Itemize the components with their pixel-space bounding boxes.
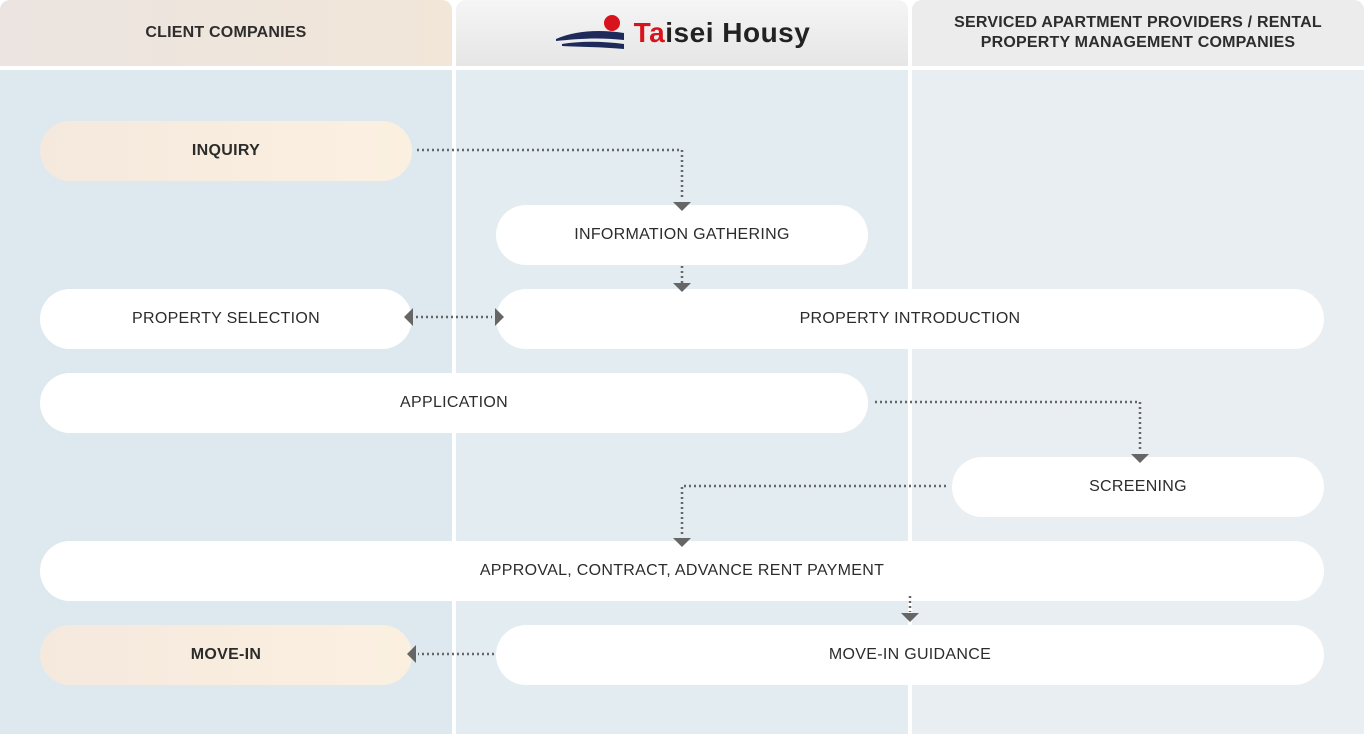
providers-header: SERVICED APARTMENT PROVIDERS / RENTAL PR…: [912, 0, 1364, 66]
providers-column: SERVICED APARTMENT PROVIDERS / RENTAL PR…: [912, 0, 1364, 734]
client-companies-column: CLIENT COMPANIES: [0, 0, 452, 734]
step-move-in: MOVE-IN: [40, 625, 412, 685]
taisei-housy-column: Taisei Housy: [456, 0, 908, 734]
step-property-selection: PROPERTY SELECTION: [40, 289, 412, 349]
step-application: APPLICATION: [40, 373, 868, 433]
taisei-housy-logo: Taisei Housy: [554, 13, 811, 53]
step-property-introduction: PROPERTY INTRODUCTION: [496, 289, 1324, 349]
client-companies-header: CLIENT COMPANIES: [0, 0, 452, 66]
taisei-housy-wordmark: Taisei Housy: [633, 17, 811, 48]
step-screening: SCREENING: [952, 457, 1324, 517]
step-inquiry: INQUIRY: [40, 121, 412, 181]
step-move-in-guidance: MOVE-IN GUIDANCE: [496, 625, 1324, 685]
step-approval-contract-payment: APPROVAL, CONTRACT, ADVANCE RENT PAYMENT: [40, 541, 1324, 601]
step-information-gathering: INFORMATION GATHERING: [496, 205, 868, 265]
taisei-logo-icon: [555, 15, 624, 49]
taisei-housy-header: Taisei Housy: [456, 0, 908, 66]
